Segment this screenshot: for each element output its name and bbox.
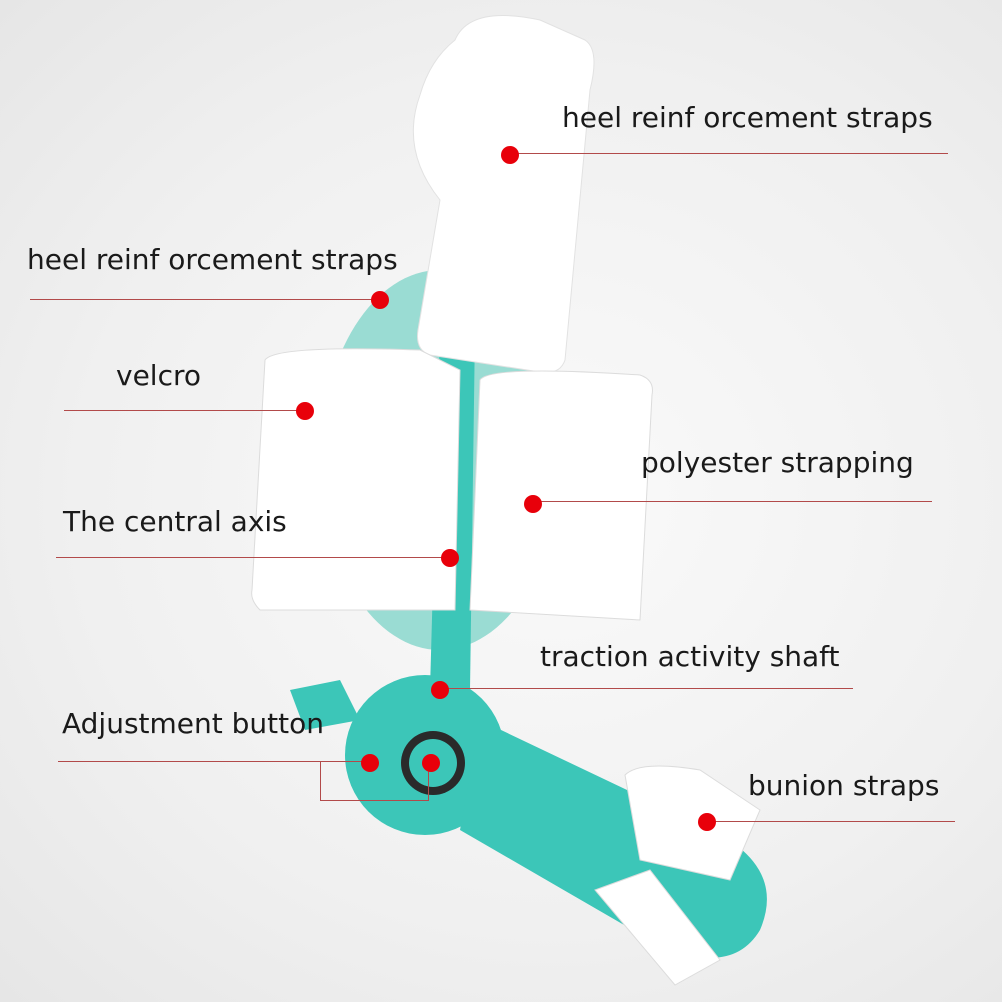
marker-dot	[431, 681, 449, 699]
marker-dot	[441, 549, 459, 567]
adjust-lever	[290, 680, 360, 730]
polyester-strap	[469, 370, 653, 621]
leader-line	[510, 153, 948, 154]
leader-line	[707, 821, 955, 822]
bunion-strap	[624, 765, 761, 881]
marker-dot	[296, 402, 314, 420]
label-heel-straps-left: heel reinf orcement straps	[27, 243, 398, 276]
bracket-line	[320, 761, 321, 801]
label-adjustment-button: Adjustment button	[62, 707, 325, 740]
label-velcro: velcro	[116, 359, 201, 392]
label-central-axis: The central axis	[63, 505, 287, 538]
marker-dot	[698, 813, 716, 831]
velcro-strap	[251, 348, 461, 611]
leader-line	[58, 761, 370, 762]
heel-strap-top	[412, 15, 595, 373]
bracket-line	[320, 800, 428, 801]
lower-strap	[594, 869, 721, 986]
marker-dot	[422, 754, 440, 772]
label-polyester: polyester strapping	[641, 446, 914, 479]
label-bunion-straps: bunion straps	[748, 769, 940, 802]
marker-dot	[524, 495, 542, 513]
label-heel-straps-top: heel reinf orcement straps	[562, 101, 933, 134]
leader-line	[440, 688, 853, 689]
leader-line	[56, 557, 450, 558]
marker-dot	[361, 754, 379, 772]
label-traction-shaft: traction activity shaft	[540, 640, 840, 673]
marker-dot	[371, 291, 389, 309]
leader-line	[533, 501, 932, 502]
leader-line	[64, 410, 305, 411]
lower-arm	[460, 720, 767, 958]
marker-dot	[501, 146, 519, 164]
leader-line	[30, 299, 380, 300]
bracket-line	[428, 763, 429, 801]
